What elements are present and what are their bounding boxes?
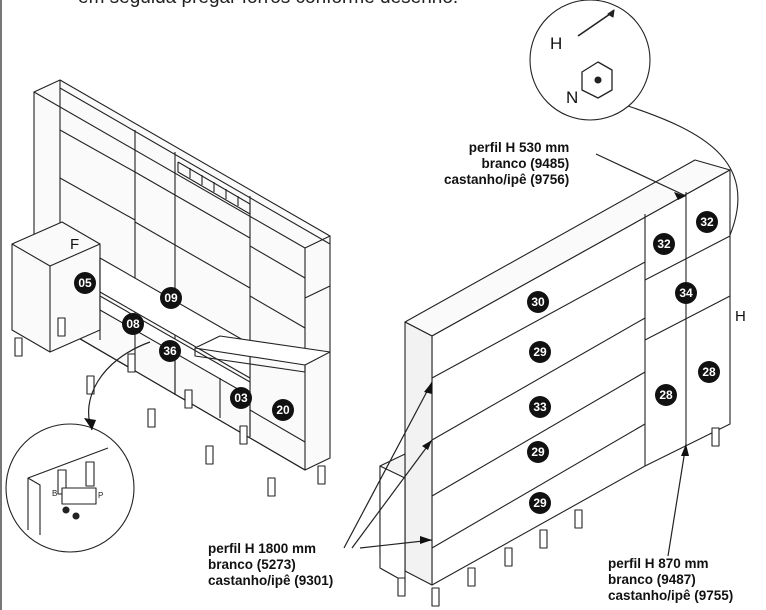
part-number: 29 bbox=[531, 445, 545, 459]
part-number: 08 bbox=[126, 317, 140, 331]
part-badge: 36 bbox=[159, 340, 181, 362]
part-badges-left: 05 08 09 36 03 20 bbox=[74, 272, 294, 421]
part-number: 28 bbox=[659, 388, 673, 402]
part-badge: 05 bbox=[74, 272, 96, 294]
side-profile-label: H bbox=[735, 308, 746, 325]
foot-label: F bbox=[70, 236, 80, 253]
part-number: 09 bbox=[164, 291, 178, 305]
page-border bbox=[0, 0, 2, 610]
part-badge: 03 bbox=[230, 387, 252, 409]
detail-mark: B bbox=[52, 489, 57, 498]
part-number: 03 bbox=[234, 391, 248, 405]
instruction-text: em seguida pregar forros conforme desenh… bbox=[78, 0, 458, 9]
callout-line: branco (5273) bbox=[208, 557, 296, 572]
callout-line: branco (9485) bbox=[481, 156, 570, 171]
callout-line: perfil H 530 mm bbox=[468, 140, 570, 155]
callout-line: perfil H 870 mm bbox=[608, 556, 709, 571]
part-badge: 29 bbox=[529, 492, 551, 514]
part-number: 36 bbox=[163, 344, 177, 358]
plate-label: N bbox=[566, 88, 579, 107]
part-number: 29 bbox=[533, 496, 547, 510]
callout-profile-1800: perfil H 1800 mm branco (5273) castanho/… bbox=[208, 541, 333, 589]
part-badge: 33 bbox=[529, 396, 551, 418]
part-number: 28 bbox=[702, 365, 716, 379]
part-badge: 32 bbox=[653, 233, 675, 255]
part-badges-right: 30 29 33 29 29 32 32 34 28 28 bbox=[527, 211, 720, 514]
part-number: 05 bbox=[78, 276, 92, 290]
callout-line: castanho/ipê (9756) bbox=[444, 172, 570, 187]
nail-detail-circle bbox=[529, 0, 651, 121]
part-badge: 32 bbox=[696, 211, 718, 233]
part-badge: 29 bbox=[529, 341, 551, 363]
part-badge: 20 bbox=[272, 399, 294, 421]
part-number: 32 bbox=[700, 215, 714, 229]
part-badge: 34 bbox=[675, 282, 697, 304]
detail-mark: P bbox=[98, 491, 103, 500]
callout-line: branco (9487) bbox=[608, 572, 696, 587]
nail-label: H bbox=[550, 34, 563, 53]
part-number: 32 bbox=[657, 237, 671, 251]
callout-line: castanho/ipê (9755) bbox=[608, 588, 734, 603]
right-cabinet-drawing bbox=[379, 105, 739, 607]
callout-line: castanho/ipê (9301) bbox=[208, 573, 334, 588]
part-number: 34 bbox=[679, 286, 693, 300]
callout-line: perfil H 1800 mm bbox=[208, 541, 317, 556]
part-number: 33 bbox=[533, 400, 547, 414]
part-badge: 30 bbox=[527, 291, 549, 313]
part-badge: 28 bbox=[698, 361, 720, 383]
part-badge: 09 bbox=[160, 287, 182, 309]
hinge-detail-circle bbox=[5, 423, 135, 553]
part-number: 30 bbox=[531, 295, 545, 309]
part-number: 20 bbox=[276, 403, 290, 417]
callout-profile-870: perfil H 870 mm branco (9487) castanho/i… bbox=[608, 556, 733, 604]
part-badge: 28 bbox=[655, 384, 677, 406]
part-badge: 08 bbox=[122, 313, 144, 335]
callout-profile-530: perfil H 530 mm branco (9485) castanho/i… bbox=[444, 140, 569, 188]
part-badge: 29 bbox=[527, 441, 549, 463]
part-number: 29 bbox=[533, 345, 547, 359]
